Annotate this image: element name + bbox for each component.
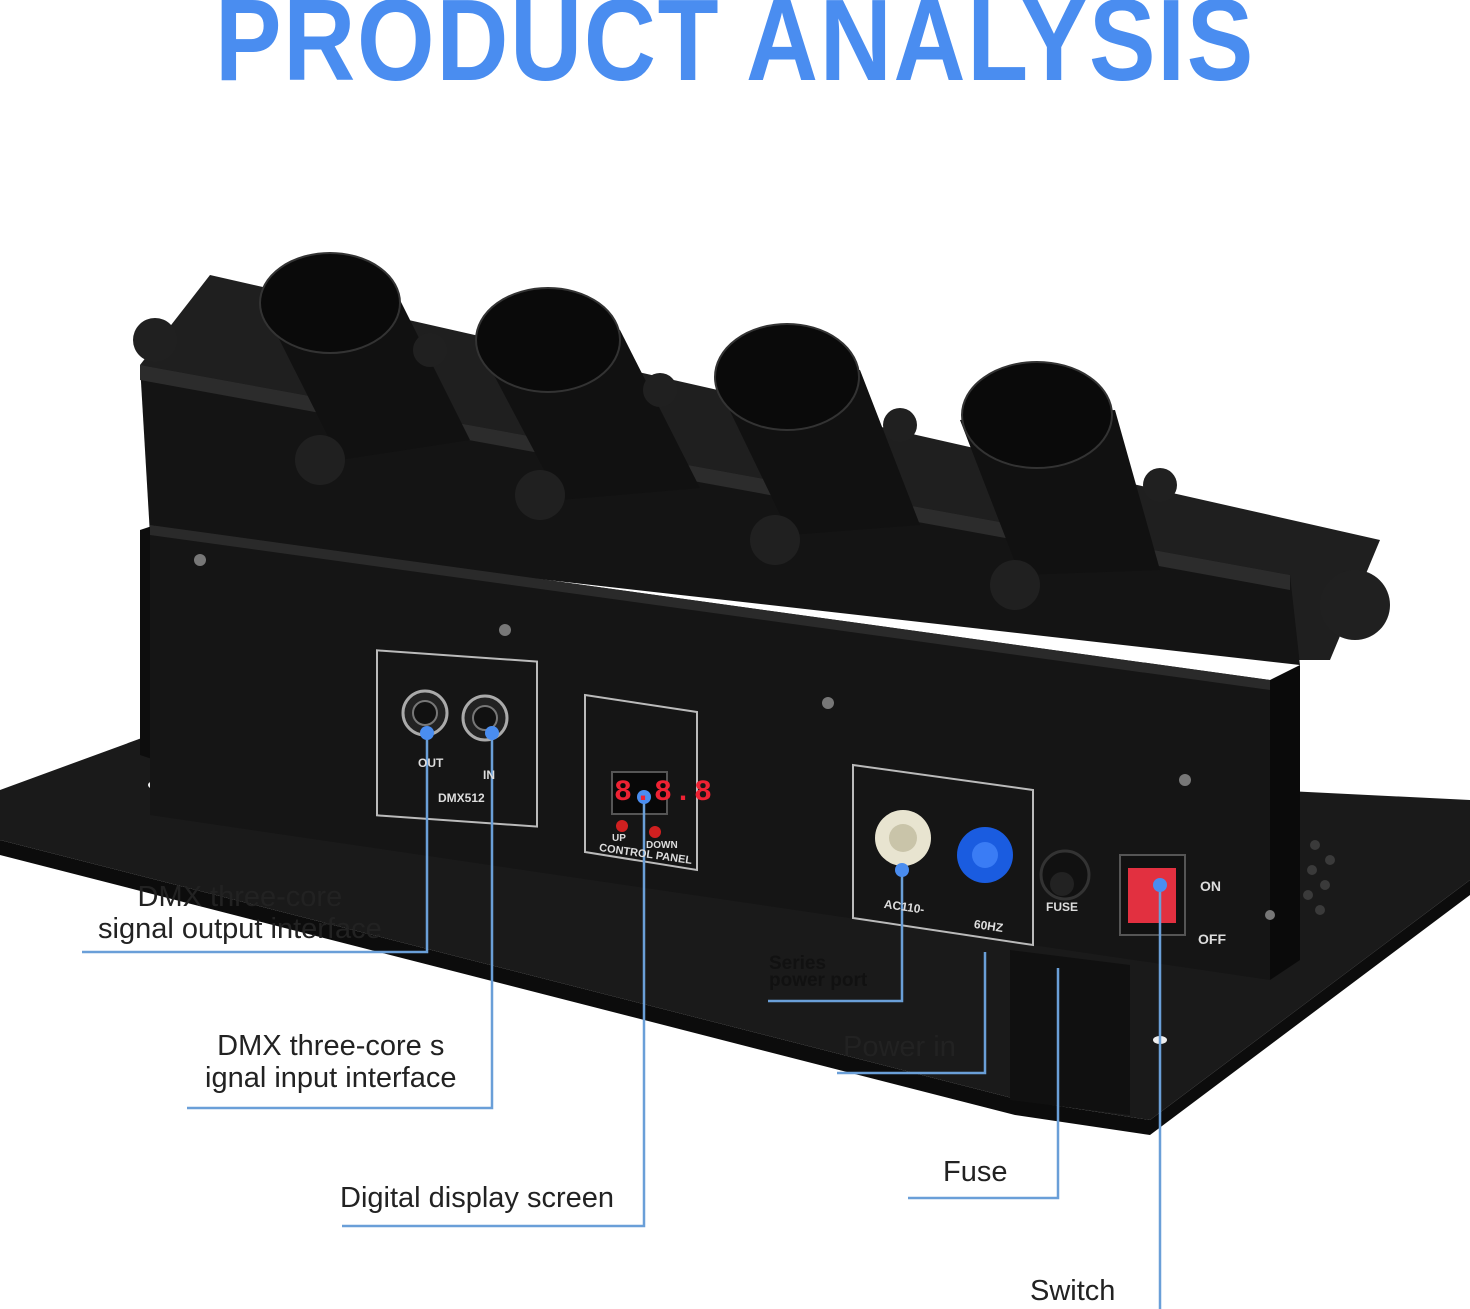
callout-display: Digital display screen [340, 1182, 615, 1214]
down-marking: DOWN [646, 840, 678, 851]
on-marking: ON [1200, 878, 1221, 894]
housing-side-right [1270, 665, 1300, 980]
right-foot [1010, 950, 1130, 1115]
up-marking: UP [612, 833, 626, 844]
leader-lines [82, 733, 1162, 1309]
callout-series-power: Series power port [769, 953, 868, 991]
leader-dmx-output [82, 733, 429, 954]
tube-2 [475, 287, 700, 500]
leader-power-in [837, 952, 987, 1075]
callout-switch: Switch [1030, 1275, 1116, 1307]
control-panel [584, 693, 698, 872]
power-panel [852, 763, 1091, 947]
mortar-tubes [259, 252, 1160, 575]
up-button [616, 820, 628, 832]
housing-top-lip [150, 525, 1270, 690]
dmx512-marking: DMX512 [438, 791, 485, 805]
callout-dmx-output: DMX three-core signal output interface [98, 881, 382, 945]
callout-fuse: Fuse [943, 1156, 1008, 1188]
tube-3 [714, 323, 920, 535]
fuse-marking: FUSE [1046, 900, 1079, 914]
dmx-out-marking: OUT [418, 756, 444, 770]
down-button [649, 826, 661, 838]
leader-fuse [908, 968, 1060, 1200]
housing-screws [194, 554, 1275, 920]
off-marking: OFF [1198, 931, 1226, 947]
vent-grille [1303, 840, 1335, 915]
callout-power-in: Power in [843, 1031, 956, 1063]
leader-display [342, 797, 646, 1228]
dmx-in-marking: IN [483, 768, 495, 782]
callout-dmx-input: DMX three-core s ignal input interface [205, 1030, 457, 1094]
tube-4 [960, 361, 1160, 575]
adjustment-knobs [133, 318, 1390, 640]
page-title: PRODUCT ANALYSIS [214, 0, 1256, 105]
leader-dmx-input [187, 733, 494, 1110]
tube-1 [259, 252, 470, 460]
leader-series-power [768, 870, 904, 1003]
display-readout: 8.8.8 [614, 776, 715, 810]
leader-dots [420, 726, 1167, 892]
dmx-panel [376, 649, 538, 828]
power-switch [1128, 868, 1176, 923]
